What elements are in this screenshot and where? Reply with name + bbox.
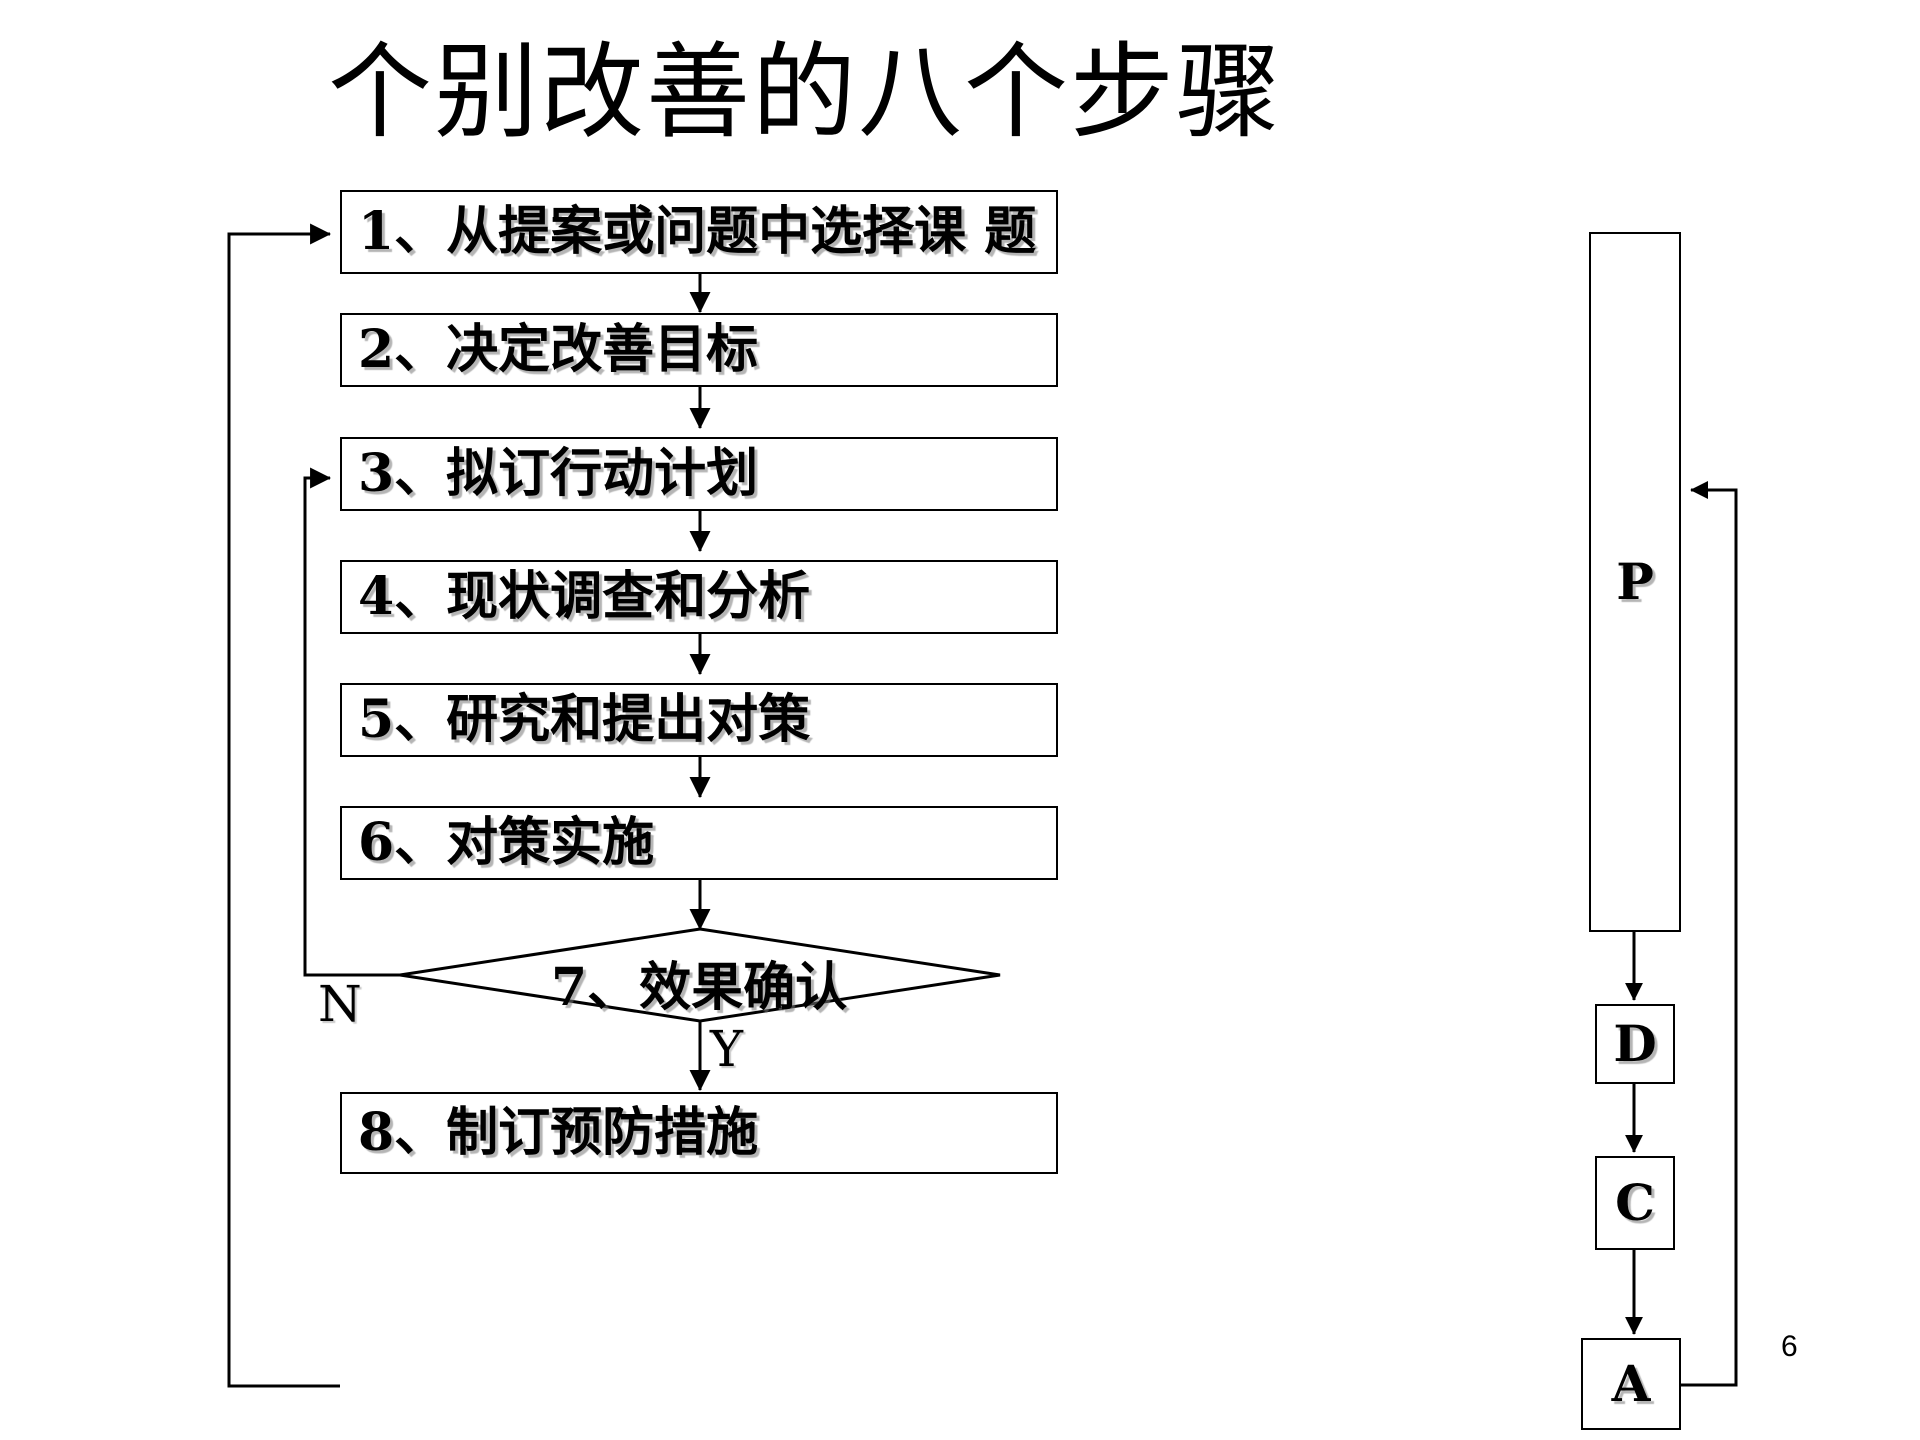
- flow-decision-7-label: 7、效果确认: [551, 957, 848, 1018]
- branch-label-no: N: [318, 975, 362, 1033]
- flow-step-3-label: 3、拟订行动计划: [358, 443, 759, 504]
- pdca-plan-box[interactable]: P: [1589, 232, 1681, 932]
- flow-step-3[interactable]: 3、拟订行动计划: [340, 437, 1058, 511]
- flow-step-2-label: 2、决定改善目标: [358, 319, 759, 380]
- decision-diamond: [399, 927, 1001, 1023]
- pdca-act-box[interactable]: A: [1581, 1338, 1681, 1430]
- flow-step-5-label: 5、研究和提出对策: [358, 689, 811, 750]
- flow-step-6-label: 6、对策实施: [358, 812, 655, 873]
- flow-step-1[interactable]: 1、从提案或问题中选择课 题: [340, 190, 1058, 274]
- branch-label-yes: Y: [710, 1020, 744, 1078]
- feedback-7N-to-3: [303, 467, 400, 977]
- pdca-do-box[interactable]: D: [1595, 1004, 1675, 1084]
- feedback-a-to-p: [1681, 481, 1738, 1387]
- flow-step-1-label: 1、从提案或问题中选择课 题: [358, 201, 1037, 262]
- flow-step-6[interactable]: 6、对策实施: [340, 806, 1058, 880]
- flow-step-4[interactable]: 4、现状调查和分析: [340, 560, 1058, 634]
- pdca-check-label: C: [1615, 1173, 1655, 1232]
- pdca-act-label: A: [1611, 1354, 1651, 1413]
- feedback-8-to-1: [227, 223, 340, 1388]
- page-number: 6: [1781, 1330, 1798, 1363]
- pdca-do-label: D: [1613, 1014, 1657, 1073]
- flow-step-2[interactable]: 2、决定改善目标: [340, 313, 1058, 387]
- flow-step-5[interactable]: 5、研究和提出对策: [340, 683, 1058, 757]
- page-title: 个别改善的八个步骤: [327, 31, 1282, 153]
- flow-step-8-label: 8、制订预防措施: [358, 1102, 759, 1163]
- pdca-plan-label: P: [1616, 552, 1654, 611]
- pdca-check-box[interactable]: C: [1595, 1156, 1675, 1250]
- flow-step-8[interactable]: 8、制订预防措施: [340, 1092, 1058, 1174]
- flow-step-4-label: 4、现状调查和分析: [358, 566, 811, 627]
